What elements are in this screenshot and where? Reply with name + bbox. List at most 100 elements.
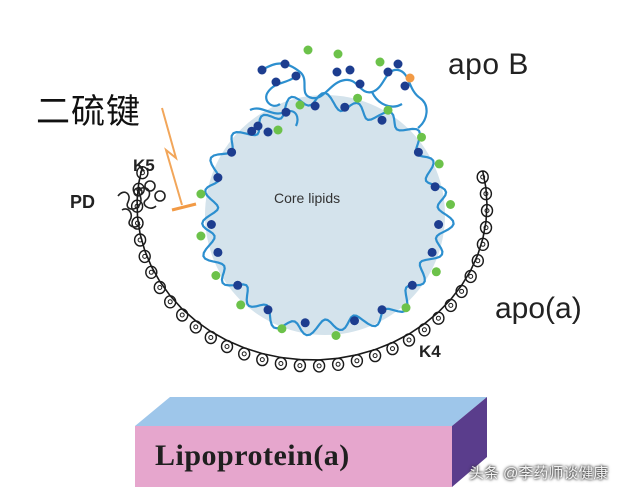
dark-bead	[263, 305, 273, 315]
kringle-loop	[136, 165, 149, 180]
green-bead	[277, 324, 287, 334]
kringle-loop	[274, 356, 288, 371]
dark-bead	[355, 79, 365, 89]
disulfide-bond-label: 二硫键	[36, 92, 141, 132]
dark-bead	[427, 247, 437, 257]
green-bead	[401, 303, 411, 313]
lipoprotein-a-plate	[135, 397, 487, 487]
dark-bead	[257, 65, 267, 75]
green-bead	[273, 125, 283, 135]
dark-bead	[413, 147, 423, 157]
dark-bead	[407, 280, 417, 290]
dark-bead	[340, 102, 350, 112]
kringle-loop	[189, 320, 203, 334]
kringle-loop	[350, 354, 364, 368]
kringle-loop	[432, 311, 445, 325]
dark-bead	[434, 220, 444, 229]
apo-b-label: apo B	[448, 48, 529, 81]
dark-bead	[247, 126, 257, 136]
k5-label: K5	[133, 156, 155, 175]
dark-bead	[310, 101, 320, 111]
kringle-loop	[368, 348, 382, 363]
apo-a-backbone	[136, 166, 488, 361]
dark-bead	[383, 67, 393, 77]
kringle-loop	[476, 237, 490, 252]
dark-bead	[332, 67, 342, 77]
protease-domain	[117, 180, 166, 228]
green-bead	[434, 159, 444, 169]
kringle-loop	[145, 265, 158, 279]
dark-bead	[430, 182, 440, 192]
dark-bead	[253, 121, 263, 131]
kringle-loop	[131, 216, 144, 230]
green-bead	[196, 189, 206, 199]
dark-bead	[271, 77, 281, 87]
dark-bead	[400, 81, 410, 91]
dark-bead	[280, 59, 290, 69]
kringle-loop	[480, 203, 494, 218]
kringle-loop	[138, 249, 151, 264]
green-bead	[383, 105, 393, 115]
green-bead	[431, 267, 441, 277]
kringle-loop	[175, 308, 189, 322]
green-bead	[353, 93, 363, 103]
core-lipid-sphere	[205, 95, 445, 335]
kringle-loop	[386, 341, 399, 356]
kringle-loop	[293, 358, 307, 373]
kringle-loop	[471, 254, 484, 268]
green-bead	[303, 45, 313, 55]
kringle-loop	[163, 295, 177, 309]
kringle-loop	[312, 359, 326, 373]
pd-label: PD	[70, 192, 96, 212]
lipoprotein-a-title: Lipoprotein(a)	[155, 439, 350, 472]
dark-bead	[227, 147, 237, 157]
dark-bead	[233, 280, 243, 290]
orange-bead	[405, 73, 415, 83]
apo-a-kringle-chain	[130, 165, 494, 373]
green-bead	[417, 132, 426, 142]
apo-b-beads	[196, 45, 455, 340]
green-bead	[331, 331, 341, 340]
dark-bead	[206, 220, 216, 229]
dark-bead	[345, 65, 355, 75]
dark-bead	[393, 59, 403, 69]
kringle-loop	[331, 357, 345, 371]
kringle-loop	[464, 269, 477, 284]
dark-bead	[377, 305, 387, 315]
kringle-loop	[237, 347, 251, 361]
dark-bead	[281, 107, 291, 117]
kringle-loop	[256, 352, 269, 367]
green-bead	[211, 271, 221, 280]
watermark: 头条 @李药师谈健康	[469, 465, 609, 482]
dark-bead	[300, 318, 310, 328]
dark-bead	[350, 316, 359, 326]
kringle-loop	[476, 170, 489, 184]
green-bead	[196, 231, 206, 241]
kringle-loop	[479, 186, 493, 201]
green-bead	[333, 49, 343, 59]
kringle-loop	[455, 284, 468, 299]
green-bead	[295, 100, 305, 110]
kringle-loop	[133, 233, 147, 247]
dark-bead	[263, 127, 273, 137]
lightning-bolt-icon	[161, 107, 197, 212]
dark-bead	[213, 173, 223, 183]
green-bead	[236, 300, 246, 310]
kringle-loop	[444, 298, 457, 313]
green-bead	[446, 200, 455, 209]
plate-front-face	[135, 426, 452, 487]
plate-top-face	[135, 397, 487, 426]
green-bead	[375, 57, 385, 67]
dark-bead	[291, 71, 301, 81]
kringle-loop	[220, 339, 234, 354]
dark-bead	[377, 115, 387, 125]
dark-bead	[213, 247, 223, 257]
kringle-loop	[204, 330, 218, 345]
kringle-loop	[402, 333, 416, 347]
kringle-loop	[479, 220, 493, 235]
core-lipids-label: Core lipids	[274, 190, 341, 206]
kringle-loop	[153, 280, 167, 295]
plate-side-face	[452, 397, 487, 487]
